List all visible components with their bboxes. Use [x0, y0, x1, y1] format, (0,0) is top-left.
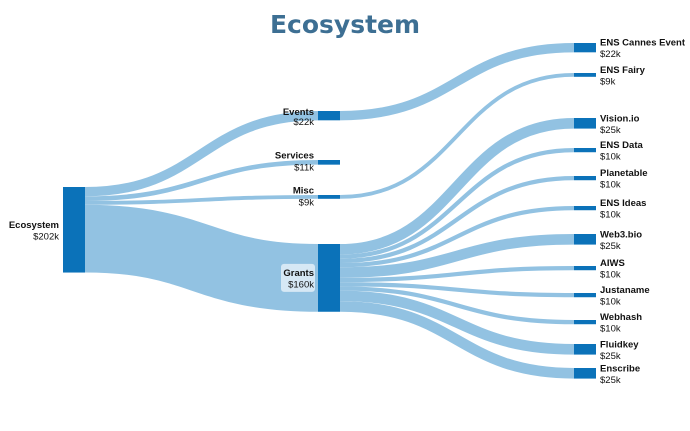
- node-justaname[interactable]: [574, 293, 596, 298]
- label-webhash: Webhash$10k: [600, 312, 642, 335]
- node-value-label: $25k: [600, 375, 621, 386]
- node-name-label: ENS Cannes Event: [600, 38, 686, 49]
- label-ens-cannes-event: ENS Cannes Event$22k: [600, 38, 686, 61]
- node-value-label: $22k: [600, 49, 621, 60]
- node-services[interactable]: [318, 160, 340, 165]
- node-value-label: $9k: [600, 76, 616, 87]
- node-value-label: $25k: [600, 241, 621, 252]
- node-webhash[interactable]: [574, 320, 596, 325]
- label-services: Services$11k: [275, 151, 314, 174]
- label-justaname: Justaname$10k: [600, 285, 650, 308]
- links-layer: [84, 43, 575, 379]
- node-enscribe[interactable]: [574, 368, 596, 379]
- node-value-label: $11k: [294, 163, 314, 174]
- node-fluidkey[interactable]: [574, 344, 596, 355]
- node-name-label: Webhash: [600, 312, 642, 323]
- node-name-label: Enscribe: [600, 363, 640, 374]
- node-name-label: Grants: [283, 268, 314, 279]
- label-ens-data: ENS Data$10k: [600, 140, 643, 163]
- node-ens-fairy[interactable]: [574, 73, 596, 77]
- node-name-label: Vision.io: [600, 113, 640, 124]
- node-name-label: Ecosystem: [9, 220, 59, 231]
- label-planetable: Planetable$10k: [600, 168, 648, 191]
- node-name-label: Web3.bio: [600, 229, 642, 240]
- link-ecosystem-to-misc: [84, 195, 319, 205]
- node-name-label: Justaname: [600, 285, 650, 296]
- link-grants-to-webhash: [339, 286, 575, 325]
- node-ecosystem[interactable]: [63, 187, 85, 273]
- node-value-label: $10k: [600, 210, 621, 221]
- label-fluidkey: Fluidkey$25k: [600, 339, 639, 362]
- link-grants-to-justaname: [339, 282, 575, 298]
- node-value-label: $22k: [293, 117, 314, 128]
- label-misc: Misc$9k: [293, 186, 314, 209]
- label-ens-ideas: ENS Ideas$10k: [600, 198, 646, 221]
- node-name-label: Misc: [293, 186, 314, 197]
- node-value-label: $10k: [600, 180, 621, 191]
- link-grants-to-aiws: [339, 265, 575, 283]
- node-ens-cannes-event[interactable]: [574, 43, 596, 53]
- node-aiws[interactable]: [574, 266, 596, 271]
- node-events[interactable]: [318, 111, 340, 121]
- link-grants-to-planetable: [339, 175, 575, 264]
- node-ens-ideas[interactable]: [574, 206, 596, 211]
- label-grants: Grants$160k: [281, 263, 315, 292]
- chart-title: Ecosystem: [269, 10, 421, 39]
- node-name-label: Fluidkey: [600, 339, 639, 350]
- node-name-label: Events: [283, 107, 314, 118]
- link-grants-to-fluidkey: [339, 290, 575, 355]
- node-name-label: ENS Fairy: [600, 65, 646, 76]
- label-aiws: AIWS$10k: [600, 258, 625, 281]
- link-grants-to-ens-ideas: [339, 205, 575, 268]
- node-name-label: Planetable: [600, 168, 648, 179]
- node-value-label: $10k: [600, 324, 621, 335]
- label-web3-bio: Web3.bio$25k: [600, 229, 642, 252]
- node-name-label: Services: [275, 151, 314, 162]
- node-value-label: $10k: [600, 270, 621, 281]
- link-misc-to-ens-fairy: [339, 72, 575, 199]
- node-vision-io[interactable]: [574, 118, 596, 129]
- link-grants-to-enscribe: [339, 301, 575, 379]
- label-box: [281, 263, 315, 292]
- node-value-label: $25k: [600, 125, 621, 136]
- node-grants[interactable]: [318, 244, 340, 312]
- link-ecosystem-to-grants: [84, 204, 319, 312]
- label-ens-fairy: ENS Fairy$9k: [600, 65, 646, 88]
- node-planetable[interactable]: [574, 176, 596, 181]
- label-enscribe: Enscribe$25k: [600, 363, 640, 386]
- link-ecosystem-to-services: [84, 159, 319, 201]
- node-ens-data[interactable]: [574, 148, 596, 153]
- node-value-label: $202k: [33, 231, 59, 242]
- label-events: Events$22k: [283, 107, 314, 128]
- labels-layer: Ecosystem$202kEvents$22kServices$11kMisc…: [9, 38, 686, 386]
- link-ecosystem-to-events: [84, 111, 319, 197]
- node-value-label: $160k: [288, 279, 314, 290]
- node-web3-bio[interactable]: [574, 234, 596, 245]
- node-value-label: $25k: [600, 351, 621, 362]
- node-value-label: $10k: [600, 297, 621, 308]
- label-ecosystem: Ecosystem$202k: [9, 220, 59, 243]
- node-name-label: ENS Data: [600, 140, 643, 151]
- link-grants-to-ens-data: [339, 147, 575, 259]
- node-value-label: $10k: [600, 152, 621, 163]
- nodes-layer: [63, 43, 596, 379]
- link-events-to-ens-cannes-event: [339, 43, 575, 121]
- label-vision-io: Vision.io$25k: [600, 113, 640, 136]
- node-name-label: ENS Ideas: [600, 198, 646, 209]
- link-grants-to-vision-io: [339, 118, 575, 255]
- node-name-label: AIWS: [600, 258, 625, 269]
- link-grants-to-web3-bio: [339, 234, 575, 278]
- node-value-label: $9k: [299, 198, 315, 209]
- node-misc[interactable]: [318, 195, 340, 199]
